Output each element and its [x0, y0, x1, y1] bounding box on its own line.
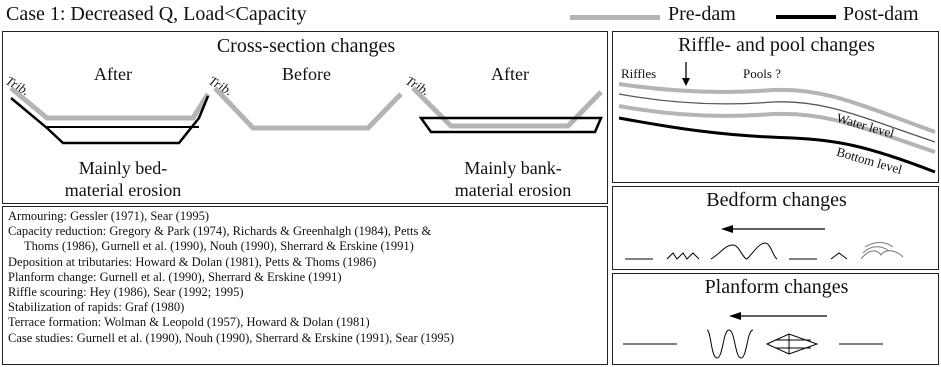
- references-panel: [2, 206, 608, 365]
- left-pre-dam-profile: [9, 86, 211, 121]
- post-dam-legend-label: Post-dam: [843, 3, 919, 25]
- caption-left: Mainly bed- material erosion: [53, 157, 193, 201]
- reference-line: Planform change: Gurnell et al. (1990), …: [8, 269, 342, 284]
- caption-right-line2: material erosion: [454, 180, 572, 200]
- antidunes-left: [830, 252, 848, 260]
- riffles-arrow-head: [682, 78, 690, 86]
- right-pre-dam-profile: [411, 86, 603, 129]
- reference-line: Capacity reduction: Gregory & Park (1974…: [8, 224, 432, 239]
- bedform-panel: Bedform changes: [612, 186, 939, 270]
- reference-line: Terrace formation: Wolman & Leopold (195…: [8, 315, 370, 330]
- pools-label: Pools ?: [743, 66, 781, 81]
- bedform-arrow-head: [721, 225, 733, 233]
- right-post-dam-profile: [418, 116, 603, 134]
- post-dam-legend-swatch: [776, 15, 836, 19]
- cross-section-drawing: [9, 86, 603, 145]
- pre-dam-legend-label: Pre-dam: [668, 3, 736, 25]
- reference-line: Thoms (1986), Gurnell et al. (1990), Nou…: [24, 239, 414, 254]
- caption-right: Mainly bank- material erosion: [443, 157, 583, 201]
- planform-drawing: [623, 312, 883, 359]
- caption-left-line1: Mainly bed-: [78, 158, 168, 178]
- pre-dam-legend-swatch: [570, 15, 660, 20]
- meandering-channel: [706, 329, 754, 359]
- planform-title: Planform changes: [704, 276, 849, 298]
- case-title: Case 1: Decreased Q, Load<Capacity: [6, 3, 307, 25]
- riffle-pool-title: Riffle- and pool changes: [678, 34, 875, 56]
- planform-panel: Planform changes: [612, 273, 939, 365]
- braided-channel: [765, 333, 819, 355]
- ripples: [666, 252, 700, 260]
- riffle-pool-drawing: [618, 62, 936, 174]
- after-left-label: After: [94, 64, 132, 84]
- caption-right-line1: Mainly bank-: [464, 158, 562, 178]
- post-dam-water-line: [618, 93, 936, 143]
- riffle-pool-panel: Riffle- and pool changes Riffles Pools ?…: [612, 31, 939, 183]
- antidunes-right: [860, 242, 904, 260]
- cross-section-panel: Cross-section changes After Before After…: [2, 31, 608, 204]
- bedform-title: Bedform changes: [706, 189, 847, 211]
- reference-line: Case studies: Gurnell et al. (1990), Nou…: [8, 330, 455, 345]
- after-right-label: After: [491, 64, 529, 84]
- before-label: Before: [282, 64, 331, 84]
- riffles-label: Riffles: [621, 66, 657, 81]
- reference-line: Riffle scouring: Hey (1986), Sear (1992;…: [8, 285, 244, 300]
- post-dam-bottom-line: [618, 116, 936, 174]
- reference-line: Deposition at tributaries: Howard & Dola…: [8, 254, 377, 269]
- dunes: [710, 242, 778, 260]
- references-list: Armouring: Gessler (1971), Sear (1995) C…: [8, 209, 604, 346]
- pre-dam-bottom-line: [618, 104, 936, 154]
- reference-line: Stabilization of rapids: Graf (1980): [8, 300, 185, 315]
- left-post-dam-profile: [10, 95, 210, 145]
- bedform-drawing: [625, 225, 904, 260]
- caption-left-line2: material erosion: [64, 180, 182, 200]
- before-pre-dam-profile: [213, 86, 403, 131]
- pre-dam-water-line: [618, 82, 936, 134]
- reference-line: Armouring: Gessler (1971), Sear (1995): [8, 209, 209, 223]
- cross-section-title: Cross-section changes: [216, 35, 396, 57]
- planform-arrow-head: [729, 312, 741, 320]
